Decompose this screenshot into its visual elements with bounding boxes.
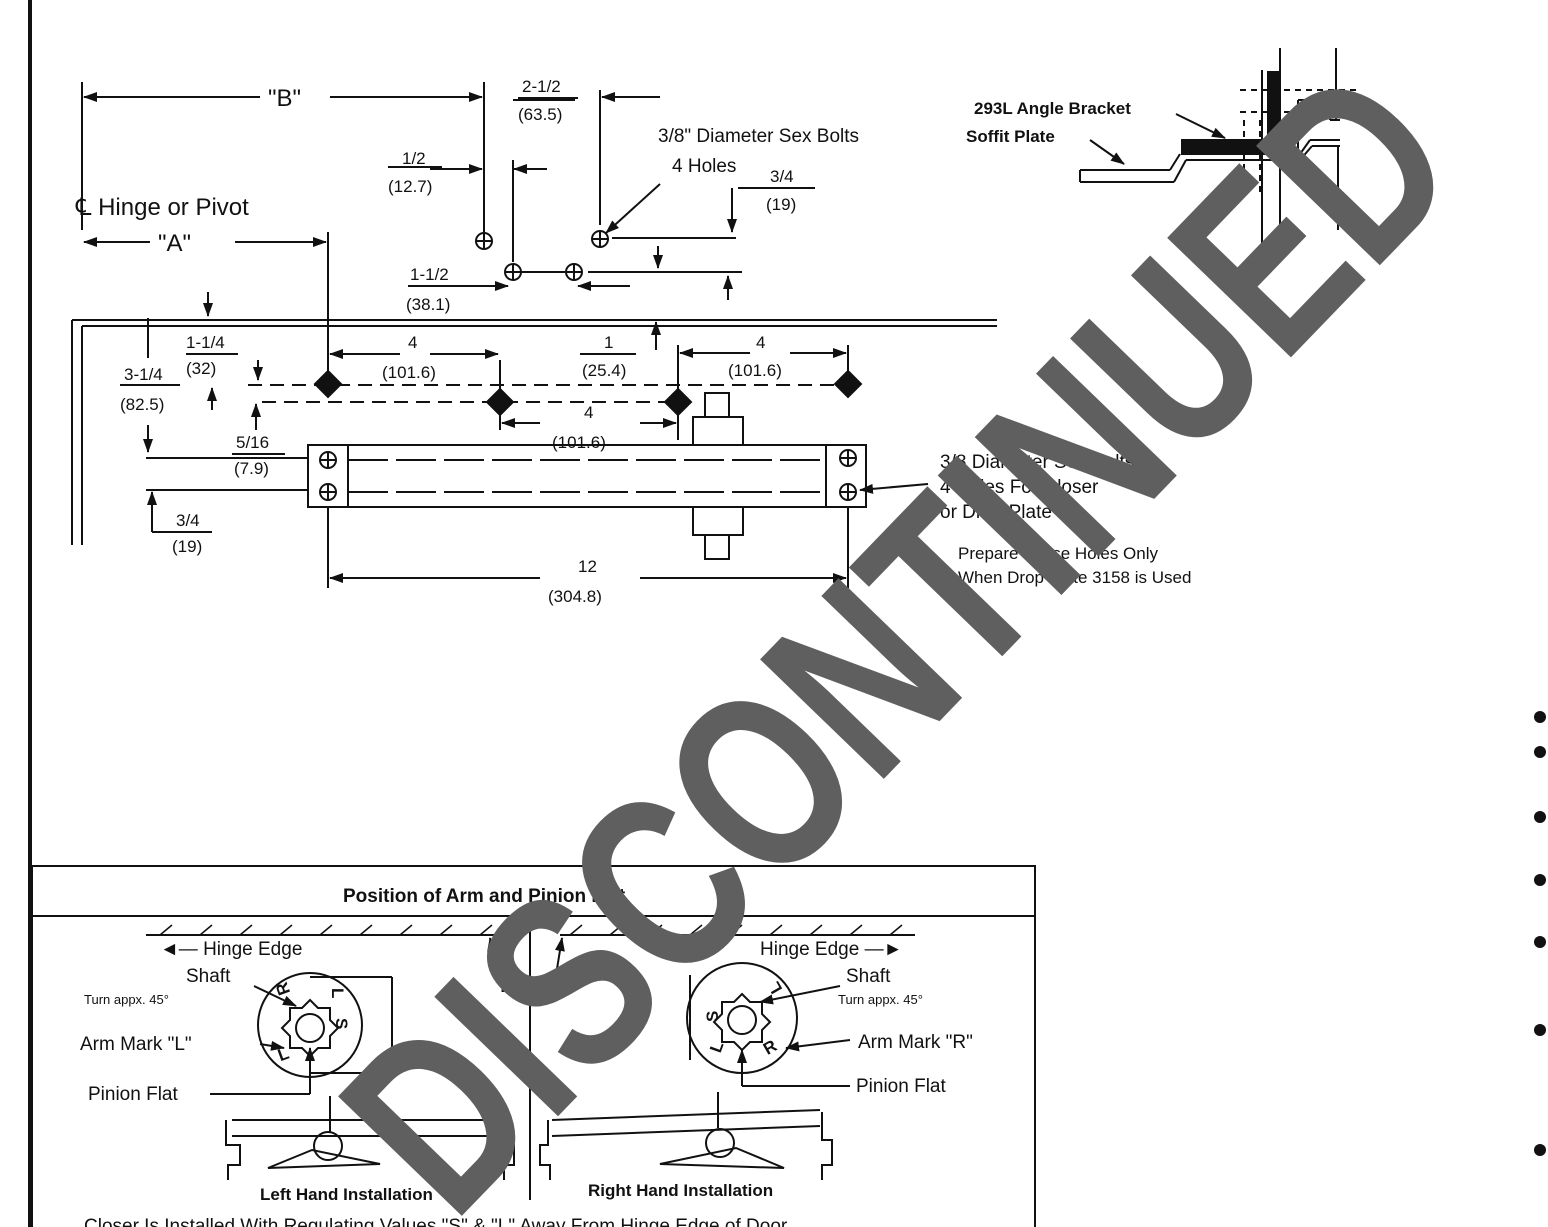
position-box [31,865,1036,1227]
dim-2-1-2: 2-1/2 [522,77,561,96]
bracket-detail [1079,48,1360,250]
dim-5-16: 5/16 [236,433,269,452]
dim-63-5: (63.5) [518,105,562,124]
right-edge-bullets [1534,711,1546,1156]
turn-right: Turn appx. 45° [838,992,923,1007]
dim-1-1-4: 1-1/4 [186,333,225,352]
pinion-flat-right: Pinion Flat [856,1076,946,1097]
dim-4-c: 4 [584,403,593,422]
dim-101-6-a: (101.6) [382,363,436,382]
dim-7-9: (7.9) [234,459,269,478]
bolts-right-line3: or Drop Plate [940,502,1052,523]
hinge-edge-right: Hinge Edge —► [760,939,902,960]
dim-3-4-a: 3/4 [770,167,794,186]
dim-12-7: (12.7) [388,177,432,196]
hinge-label: ℄ Hinge or Pivot [75,194,249,221]
dim-4-a: 4 [408,333,417,352]
dim-101-6-b: (101.6) [728,361,782,380]
dim-a-label: "A" [158,230,191,257]
right-install-label: Right Hand Installation [588,1181,773,1200]
dim-19-a: (19) [766,195,796,214]
template-drawing [71,82,997,588]
dim-3-4-b: 3/4 [176,511,200,530]
bracket-label-2: Soffit Plate [966,127,1055,146]
position-title: Position of Arm and Pinion Flat [343,886,626,907]
bolts-top-line2: 4 Holes [672,156,736,177]
pinion-flat-left: Pinion Flat [88,1084,178,1105]
dim-1: 1 [604,333,613,352]
dim-101-6-c: (101.6) [552,433,606,452]
bolts-top-line1: 3/8" Diameter Sex Bolts [658,126,859,147]
dim-19-b: (19) [172,537,202,556]
dim-1-1-2: 1-1/2 [410,265,449,284]
turn-left: Turn appx. 45° [84,992,169,1007]
dial-right-mark-r: R [760,1036,780,1059]
dim-1-2: 1/2 [402,149,426,168]
dim-82-5: (82.5) [120,395,164,414]
dial-left-mark-s: S [332,1018,351,1029]
bracket-label-1: 293L Angle Bracket [974,99,1131,118]
dial-left-mark-l-top: L [328,988,347,998]
dial-right-mark-s: S [703,1011,722,1022]
footer-note: Closer Is Installed With Regulating Valu… [84,1216,788,1227]
dim-4-b: 4 [756,333,765,352]
legend-line1: Prepare These Holes Only [958,544,1159,563]
dim-3-1-4: 3-1/4 [124,365,163,384]
shaft-left: Shaft [186,966,231,987]
bolts-right-line1: 3/8 Diameter Sex Bolts [940,452,1134,473]
dim-b-label: "B" [268,85,301,112]
dim-25-4: (25.4) [582,361,626,380]
shaft-right: Shaft [846,966,891,987]
door-label: Door [500,976,542,997]
hinge-edge-left: ◄— Hinge Edge [160,939,302,960]
dim-38-1: (38.1) [406,295,450,314]
bolts-right-line2: 4 Holes For Closer [940,477,1099,498]
arm-mark-left: Arm Mark "L" [80,1034,192,1055]
dim-304-8: (304.8) [548,587,602,606]
legend-line2: When Drop Plate 3158 is Used [958,568,1191,587]
left-install-label: Left Hand Installation [260,1185,433,1204]
arm-mark-right: Arm Mark "R" [858,1032,973,1053]
dim-32: (32) [186,359,216,378]
dim-12: 12 [578,557,597,576]
dial-left-mark-r: R [272,980,294,998]
